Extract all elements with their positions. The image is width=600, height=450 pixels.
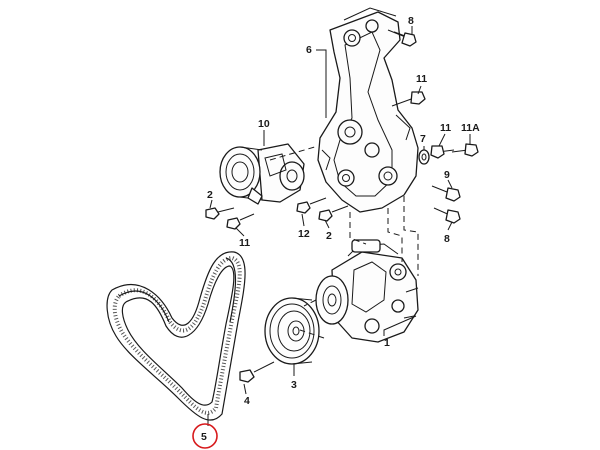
bolt-2-center — [318, 205, 349, 222]
bolt-9 — [431, 185, 461, 202]
callout-9: 9 — [444, 169, 450, 181]
pump-pulley — [264, 297, 320, 365]
callout-5: 5 — [201, 431, 207, 443]
assembly-lines — [269, 145, 419, 339]
bolt-2-left — [205, 207, 235, 220]
callout-11A: 11A — [461, 122, 480, 134]
mounting-bracket — [317, 7, 419, 213]
callout-1: 1 — [384, 337, 390, 349]
bolt-8-top — [387, 29, 417, 47]
power-steering-pump — [315, 239, 419, 343]
bolt-11-right — [430, 145, 455, 159]
callout-10: 10 — [258, 118, 270, 130]
callout-6: 6 — [306, 44, 312, 56]
leader-lines — [207, 26, 471, 426]
callout-7: 7 — [420, 133, 426, 145]
ribbed-v-belt — [106, 251, 246, 421]
bolt-11-upper — [391, 91, 426, 107]
bolt-12 — [296, 197, 327, 214]
callout-2-left: 2 — [207, 189, 213, 201]
bolt-11-left — [226, 213, 255, 230]
callout-8-top: 8 — [408, 15, 414, 27]
callout-8-lower: 8 — [444, 233, 450, 245]
callout-11-right: 11 — [440, 122, 451, 134]
bolt-11A — [451, 143, 479, 157]
belt-tensioner — [219, 143, 305, 205]
callout-2-center: 2 — [326, 230, 332, 242]
callout-12: 12 — [298, 228, 310, 240]
bolt-8-lower — [433, 207, 461, 224]
callout-4: 4 — [244, 395, 250, 407]
callout-11-left: 11 — [239, 237, 250, 249]
callout-11-upper: 11 — [416, 73, 427, 85]
washer-7 — [418, 149, 430, 165]
bolt-4 — [239, 361, 275, 383]
highlight-circle — [192, 423, 218, 449]
callout-3: 3 — [291, 379, 297, 391]
